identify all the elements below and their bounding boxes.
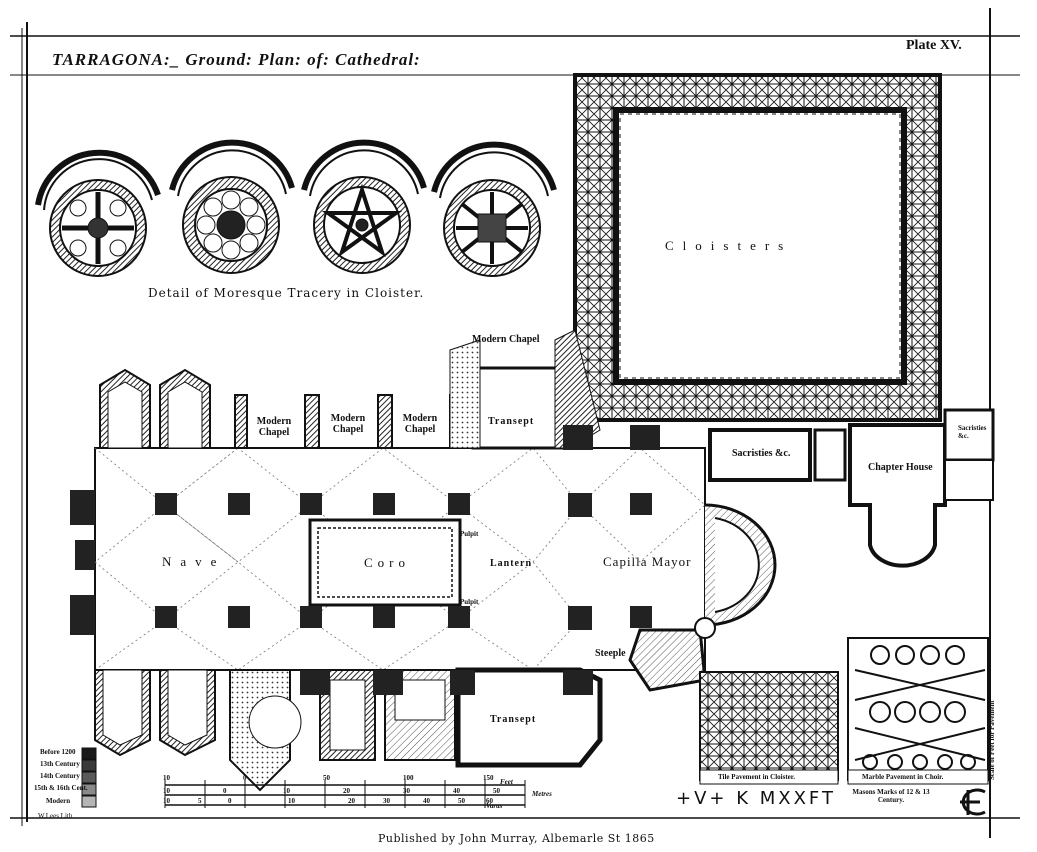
- label-scale-pavement: Scale of Feet for Pavement: [988, 700, 996, 780]
- cloister: [573, 73, 942, 422]
- period-legend: [81, 747, 97, 808]
- label-transept-south: Transept: [490, 714, 537, 725]
- scale-varas-tick: 30: [383, 797, 390, 805]
- scale-metres-tick: 20: [343, 787, 350, 795]
- legend-label: 13th Century: [40, 760, 80, 768]
- scale-varas-tick: 10: [288, 797, 295, 805]
- scale-varas-label: Varas: [486, 802, 503, 810]
- scale-metres-tick: 10: [163, 787, 170, 795]
- scale-feet-tick: 0: [243, 774, 247, 782]
- scale-metres-tick: 40: [453, 787, 460, 795]
- page-frame: [10, 8, 1020, 838]
- label-marble-pavement: Marble Pavement in Choir.: [862, 773, 944, 781]
- publisher-line: Published by John Murray, Albemarle St 1…: [378, 832, 655, 845]
- scale-metres-tick: 10: [283, 787, 290, 795]
- label-masons-marks: Masons Marks of 12 & 13 Century.: [852, 788, 930, 804]
- legend-label: 15th & 16th Cent.: [34, 784, 88, 792]
- scale-varas-tick: 40: [423, 797, 430, 805]
- scale-metres-label: Metres: [532, 790, 552, 798]
- plate-title: TARRAGONA:_ Ground: Plan: of: Cathedral:: [52, 50, 421, 69]
- label-modern-chapel-3: Modern Chapel: [402, 413, 438, 435]
- pavement-details: [699, 637, 989, 785]
- legend-swatch: [81, 795, 97, 808]
- tracery-roundels: [35, 139, 557, 277]
- label-tile-pavement: Tile Pavement in Cloister.: [718, 773, 795, 781]
- scale-metres-tick: 30: [403, 787, 410, 795]
- scale-metres-tick: 50: [493, 787, 500, 795]
- legend-label: Modern: [46, 797, 71, 805]
- scale-bars: [164, 780, 526, 808]
- legend-swatch: [81, 771, 97, 784]
- legend-swatch: [81, 747, 97, 760]
- label-nave: Nave: [162, 554, 226, 569]
- masons-marks-glyphs: +V+ K MXXFT: [676, 788, 836, 809]
- scale-varas-tick: 0: [228, 797, 232, 805]
- scale-feet-tick: 100: [403, 774, 414, 782]
- legend-swatch: [81, 759, 97, 772]
- scale-varas-tick: 50: [458, 797, 465, 805]
- church-plan: [70, 329, 995, 792]
- scale-metres-tick: 0: [223, 787, 227, 795]
- lithographer-monogram: [960, 788, 986, 816]
- label-sacristies-small: Sacristies &c.: [958, 424, 987, 440]
- engraver-credit: W.Lees Lith: [38, 812, 73, 820]
- label-modern-chapel-2: Modern Chapel: [330, 413, 366, 435]
- scale-varas-tick: 20: [348, 797, 355, 805]
- scale-varas-tick: 10: [163, 797, 170, 805]
- label-cloisters: Cloisters: [665, 238, 793, 253]
- label-steeple: Steeple: [595, 648, 626, 659]
- label-pulpit-top: Pulpit: [460, 530, 479, 538]
- scale-feet-tick: 150: [483, 774, 494, 782]
- tracery-roundel-4: [431, 141, 557, 277]
- tracery-caption: Detail of Moresque Tracery in Cloister.: [148, 286, 425, 300]
- label-chapter-house: Chapter House: [868, 462, 933, 473]
- label-lantern: Lantern: [490, 558, 532, 569]
- legend-label: 14th Century: [40, 772, 80, 780]
- tracery-roundel-2: [169, 139, 295, 274]
- label-pulpit-bottom: Pulpit: [460, 598, 479, 606]
- label-capilla-mayor: Capilla Mayor: [603, 554, 692, 569]
- label-modern-chapel-top: Modern Chapel: [472, 334, 540, 345]
- legend-swatch: [81, 783, 97, 796]
- scale-varas-tick: 60: [486, 797, 493, 805]
- scale-feet-tick: 10: [163, 774, 170, 782]
- scale-varas-tick: 5: [198, 797, 202, 805]
- scale-feet-label: Feet: [500, 778, 513, 786]
- tracery-roundel-3: [301, 139, 427, 274]
- label-modern-chapel-1: Modern Chapel: [256, 416, 292, 438]
- legend-label: Before 1200: [40, 748, 76, 756]
- label-transept-north: Transept: [488, 416, 535, 427]
- scale-feet-tick: 50: [323, 774, 330, 782]
- label-sacristies: Sacristies &c.: [732, 448, 791, 459]
- tracery-roundel-1: [35, 149, 161, 277]
- plate-number: Plate XV.: [906, 38, 962, 53]
- label-coro: Coro: [364, 555, 410, 570]
